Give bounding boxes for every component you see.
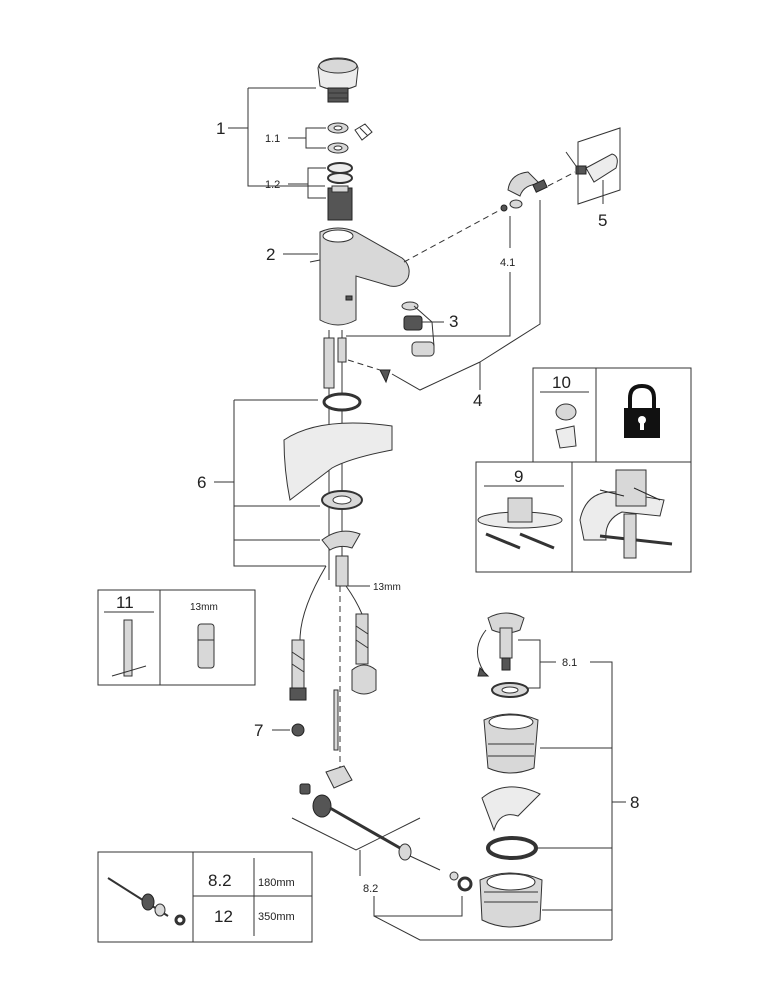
callout-1-1: 1.1	[265, 133, 280, 145]
rod-row-2-part: 12	[214, 907, 233, 926]
box-rod-lengths: 8.2 180mm 12 350mm	[97, 851, 313, 943]
callout-4-1: 4.1	[500, 257, 515, 269]
rod-row-1-length: 180mm	[258, 877, 295, 889]
supply-hoses	[289, 565, 377, 751]
box-9: 9	[475, 461, 692, 573]
box-11-size: 13mm	[190, 602, 218, 613]
callout-6: 6	[197, 473, 206, 492]
handle-lever	[500, 127, 621, 212]
callout-5: 5	[598, 211, 607, 230]
pop-up-rod-assembly	[299, 765, 473, 892]
mounting-set	[283, 330, 393, 587]
box-11-number: 11	[116, 593, 134, 612]
callout-3: 3	[449, 312, 458, 331]
bracket-1	[247, 87, 325, 187]
faucet-body	[309, 227, 410, 326]
box-10-number: 10	[552, 373, 571, 392]
callout-8-1: 8.1	[562, 657, 577, 669]
padlock-icon	[624, 383, 660, 438]
callout-1-2: 1.2	[265, 179, 280, 191]
waste-assembly	[477, 612, 543, 928]
box-11: 11 13mm	[97, 589, 256, 686]
callout-2: 2	[266, 245, 275, 264]
rod-row-2-length: 350mm	[258, 911, 295, 923]
callout-8: 8	[630, 793, 639, 812]
dimension-13mm: 13mm	[373, 582, 401, 593]
callout-1: 1	[216, 119, 225, 138]
callout-4: 4	[473, 391, 482, 410]
aerator-set	[401, 301, 435, 357]
callout-8-2: 8.2	[363, 883, 378, 895]
cartridge-assembly	[317, 57, 373, 221]
box-10-lock: 10	[532, 367, 692, 463]
rod-row-1-part: 8.2	[208, 871, 232, 890]
box-9-number: 9	[514, 467, 523, 486]
callout-7: 7	[254, 721, 263, 740]
